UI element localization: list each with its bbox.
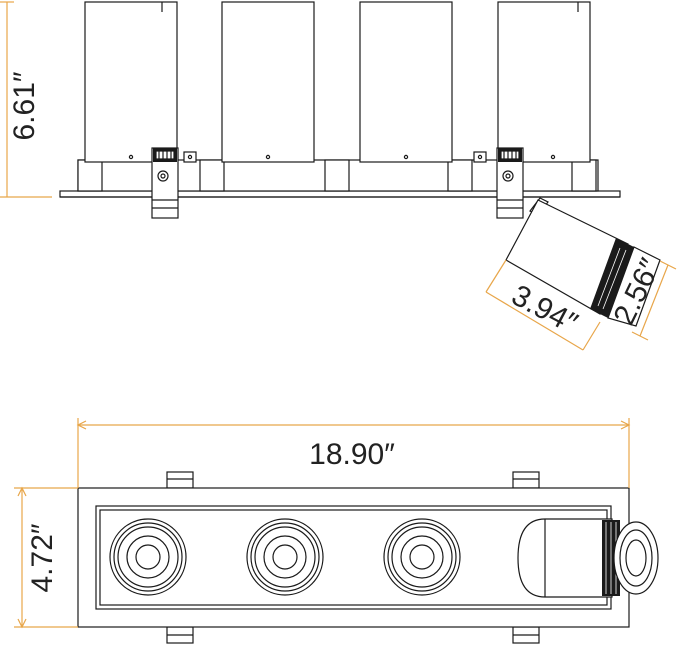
- total-width-dimension: 4.72″: [14, 486, 78, 629]
- side-view-driver-4: [497, 1, 591, 163]
- top-view-lamp-4-tilted: [517, 518, 659, 598]
- total-length-dimension: 18.90″: [76, 418, 631, 488]
- side-height-label: 6.61″: [8, 71, 41, 140]
- total-width-label: 4.72″: [26, 523, 59, 592]
- side-view-flange: [59, 190, 621, 198]
- total-length-label: 18.90″: [309, 438, 395, 471]
- side-view-tabs: [183, 151, 487, 163]
- top-view-tabs: [166, 471, 540, 644]
- side-view: [59, 1, 661, 327]
- side-view-driver-1: [84, 1, 178, 163]
- side-view-driver-3: [359, 1, 453, 163]
- side-view-spring-clip-left: [151, 147, 179, 219]
- top-view: [77, 471, 659, 644]
- top-view-lamp-2: [246, 518, 324, 596]
- top-view-lamp-1: [109, 518, 187, 596]
- side-view-driver-2: [221, 1, 315, 163]
- side-view-tilted-module: [505, 197, 661, 327]
- side-height-dimension: 6.61″: [0, 1, 52, 198]
- side-view-spring-clip-right: [496, 147, 524, 219]
- top-view-lamp-3: [383, 518, 461, 596]
